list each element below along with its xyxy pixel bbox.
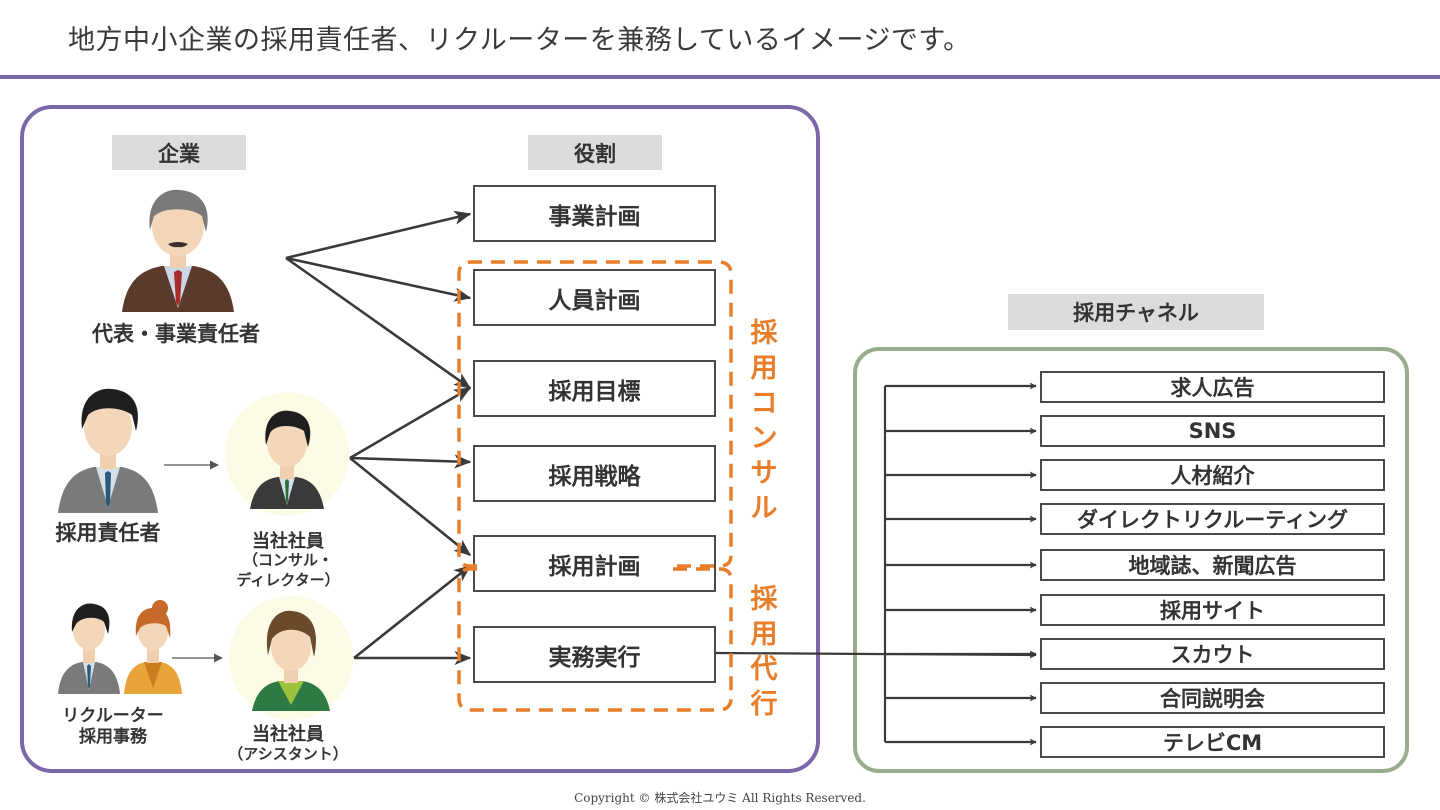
channel-agency: 人材紹介 — [1040, 459, 1385, 491]
role-hiring-schedule: 採用計画 — [473, 535, 716, 592]
consultant-avatar-icon — [225, 392, 349, 516]
recruiter-male-avatar-icon — [58, 603, 120, 694]
header-channels: 採用チャネル — [1008, 294, 1264, 330]
role-staffing-plan: 人員計画 — [473, 269, 716, 326]
recruiter-label: リクルーター — [62, 706, 164, 726]
agency-group-label: 採用代行 — [750, 584, 778, 720]
page-title: 地方中小企業の採用責任者、リクルーターを兼務しているイメージです。 — [68, 25, 971, 56]
consulting-group-label: 採用コンサル — [750, 318, 778, 524]
header-roles: 役割 — [528, 135, 662, 170]
channel-job-fair: 合同説明会 — [1040, 682, 1385, 714]
president-avatar-icon — [122, 189, 234, 312]
president-label: 代表・事業責任者 — [92, 322, 260, 346]
title-divider — [0, 75, 1440, 79]
role-execution: 実務実行 — [473, 626, 716, 683]
channel-tv-cm: テレビCM — [1040, 726, 1385, 758]
assistant-subtitle: （アシスタント） — [228, 745, 348, 763]
channel-direct-recruiting: ダイレクトリクルーティング — [1040, 503, 1385, 535]
role-business-plan: 事業計画 — [473, 185, 716, 242]
consultant-subtitle-1: （コンサル・ — [242, 551, 333, 569]
recruiting-manager-label: 採用責任者 — [55, 521, 161, 545]
assistant-title: 当社社員 — [252, 724, 324, 745]
consultant-subtitle-2: ディレクター） — [236, 571, 340, 589]
channel-panel — [853, 347, 1409, 773]
channel-job-ads: 求人広告 — [1040, 371, 1385, 403]
consultant-title: 当社社員 — [252, 531, 324, 552]
header-company: 企業 — [112, 135, 246, 170]
role-hiring-target: 採用目標 — [473, 360, 716, 417]
company-panel — [20, 105, 820, 773]
assistant-avatar-icon — [229, 596, 353, 720]
copyright: Copyright © 株式会社ユウミ All Rights Reserved. — [574, 791, 866, 805]
channel-recruit-site: 採用サイト — [1040, 594, 1385, 626]
channel-scout: スカウト — [1040, 638, 1385, 670]
recruiting-admin-label: 採用事務 — [79, 727, 147, 747]
channel-local-press: 地域誌、新聞広告 — [1040, 549, 1385, 581]
channel-sns: SNS — [1040, 415, 1385, 447]
recruiter-female-avatar-icon — [124, 600, 182, 694]
recruiting-manager-avatar-icon — [58, 388, 158, 513]
role-hiring-strategy: 採用戦略 — [473, 445, 716, 502]
